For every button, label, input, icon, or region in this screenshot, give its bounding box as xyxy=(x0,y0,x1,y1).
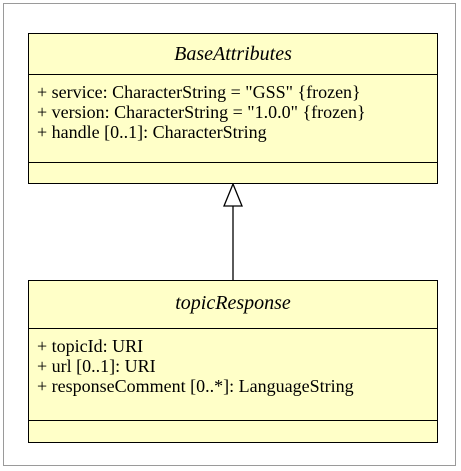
attribute-compartment: + topicId: URI + url [0..1]: URI + respo… xyxy=(29,328,437,420)
generalization-arrowhead xyxy=(223,182,243,207)
operation-compartment xyxy=(29,162,437,184)
diagram-frame xyxy=(3,3,456,466)
attribute-url: + url [0..1]: URI xyxy=(37,356,156,376)
attribute-response-comment: + responseComment [0..*]: LanguageString xyxy=(37,376,354,396)
attribute-topic-id: + topicId: URI xyxy=(37,336,144,356)
class-name: topicResponse xyxy=(175,292,291,314)
class-topic-response[interactable]: topicResponse + topicId: URI + url [0..1… xyxy=(28,280,438,443)
class-name-compartment: BaseAttributes xyxy=(29,34,437,74)
attribute-compartment: + service: CharacterString = "GSS" {froz… xyxy=(29,74,437,162)
attribute-handle: + handle [0..1]: CharacterString xyxy=(37,122,267,142)
class-base-attributes[interactable]: BaseAttributes + service: CharacterStrin… xyxy=(28,33,438,184)
class-name: BaseAttributes xyxy=(174,43,292,65)
class-name-compartment: topicResponse xyxy=(29,281,437,328)
attribute-service: + service: CharacterString = "GSS" {froz… xyxy=(37,82,361,102)
attribute-version: + version: CharacterString = "1.0.0" {fr… xyxy=(37,102,366,122)
operation-compartment xyxy=(29,420,437,442)
